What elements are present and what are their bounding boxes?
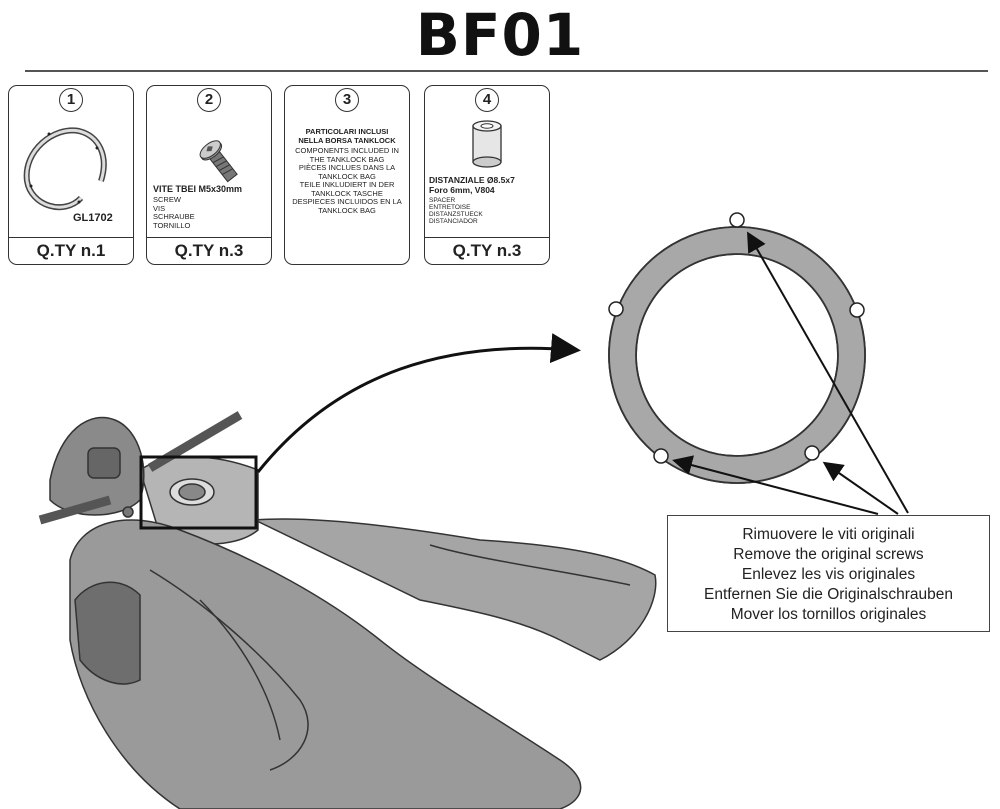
screw-icon [199, 140, 238, 183]
part-qty-1: Q.TY n.1 [9, 237, 133, 264]
translation-line: SCHRAUBE [153, 212, 195, 221]
translation-line: DISTANCIADOR [429, 218, 478, 225]
part-code-1: GL1702 [73, 212, 113, 224]
page-title: BF01 [415, 1, 585, 69]
part-number-1: 1 [59, 88, 83, 112]
translation-line: SCREW [153, 195, 181, 204]
flange-ring-icon [23, 127, 107, 210]
instruction-line-de: Entfernen Sie die Originalschrauben [703, 586, 953, 603]
screw-hole [729, 212, 745, 228]
translation-line: ENTRETOISE [429, 204, 471, 211]
instruction-note: Rimuovere le viti originali Remove the o… [667, 515, 990, 632]
heading-line: NELLA BORSA TANKLOCK [298, 135, 396, 145]
instruction-line-it: Rimuovere le viti originali [742, 526, 915, 543]
spacer-icon [472, 120, 502, 168]
part-card-3: 3 PARTICOLARI INCLUSI NELLA BORSA TANKLO… [284, 85, 410, 265]
title-divider [25, 70, 988, 72]
fuel-cap-highlight-box [139, 455, 258, 530]
part-card-4: 4 DISTANZIALE Ø8.5x7 Foro 6mm, V804 SPAC… [424, 85, 550, 265]
translation-line: PIÈCES INCLUES DANS LA [298, 163, 396, 172]
translation-line: THE TANKLOCK BAG [309, 154, 385, 164]
instruction-line-en: Remove the original screws [733, 546, 924, 563]
heading-line: PARTICOLARI INCLUSI [305, 127, 389, 136]
translation-line: TORNILLO [153, 220, 191, 230]
translation-line: COMPONENTS INCLUDED IN [295, 146, 399, 155]
translation-line: DESPIECES INCLUIDOS EN LA [292, 197, 402, 206]
screw-hole [804, 445, 820, 461]
screw-pointer-arrows [672, 231, 909, 515]
instruction-line-es: Mover los tornillos originales [730, 606, 927, 623]
instruction-line-fr: Enlevez les vis originales [741, 566, 916, 583]
part-translations-3: COMPONENTS INCLUDED IN THE TANKLOCK BAG … [285, 146, 409, 215]
flange-ring-detail [608, 212, 866, 484]
translation-line: DISTANZSTUECK [429, 211, 483, 218]
translation-line: TANKLOCK BAG [318, 205, 376, 215]
part-translations-2: SCREW VIS SCHRAUBE TORNILLO [153, 195, 195, 230]
motorcycle-illustration [38, 411, 657, 809]
screw-hole [653, 448, 669, 464]
part-name-2: VITE TBEI M5x30mm [153, 184, 243, 194]
translation-line: VIS [153, 203, 166, 213]
part-number-4: 4 [475, 88, 499, 112]
part-qty-2: Q.TY n.3 [147, 237, 271, 264]
part-translations-4: SPACER ENTRETOISE DISTANZSTUECK DISTANCI… [429, 197, 483, 225]
translation-line: SPACER [429, 197, 456, 204]
part-name-line: DISTANZIALE Ø8.5x7 [429, 175, 515, 185]
detail-arrow [256, 333, 581, 473]
screw-hole [608, 301, 624, 317]
part-number-2: 2 [197, 88, 221, 112]
part-heading-3: PARTICOLARI INCLUSI NELLA BORSA TANKLOCK [285, 127, 409, 145]
translation-line: TEILE INKLUDIERT IN DER [299, 180, 395, 189]
translation-line: TANKLOCK BAG [318, 171, 376, 181]
part-name-4: DISTANZIALE Ø8.5x7 Foro 6mm, V804 [429, 175, 515, 195]
part-card-2: 2 VITE TBEI M5x30mm SCREW VIS SCHRAUBE T… [146, 85, 272, 265]
part-name-line: Foro 6mm, V804 [429, 184, 495, 195]
part-qty-4: Q.TY n.3 [425, 237, 549, 264]
part-number-3: 3 [335, 88, 359, 112]
screw-hole [849, 302, 865, 318]
part-card-1: 1 GL1702 Q.TY n.1 [8, 85, 134, 265]
translation-line: TANKLOCK TASCHE [311, 188, 383, 198]
